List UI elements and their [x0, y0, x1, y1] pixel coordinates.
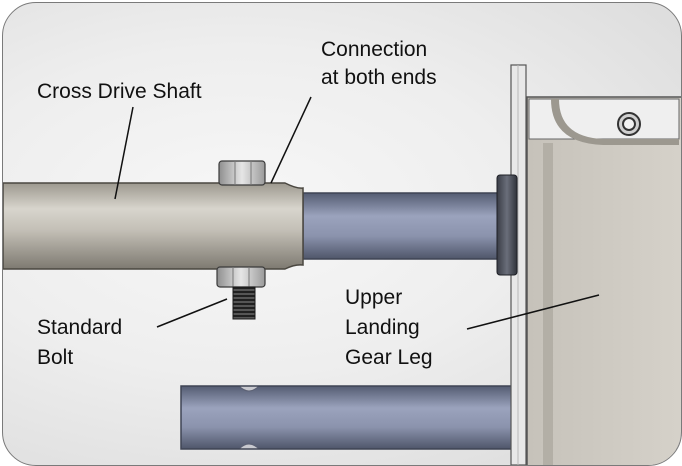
leader-standard-bolt	[156, 298, 228, 328]
label-connection-line2: at both ends	[321, 66, 437, 89]
cross-drive-shaft-tube	[3, 174, 304, 270]
label-upper-line2: Landing	[345, 316, 420, 339]
label-upper-line1: Upper	[345, 286, 403, 309]
leader-lines	[114, 96, 600, 330]
label-standard-line2: Bolt	[37, 346, 74, 369]
shaft-collar	[496, 174, 518, 276]
label-upper-line3: Gear Leg	[345, 346, 433, 369]
leader-cross-drive-shaft	[114, 106, 134, 200]
label-standard-line1: Standard	[37, 316, 123, 339]
top-bolt-head	[218, 160, 266, 186]
landing-gear-leg	[526, 96, 681, 465]
leader-upper-landing-gear-leg	[466, 294, 600, 330]
mounting-plate	[510, 64, 527, 465]
upper-shaft	[302, 192, 504, 260]
label-connection-line1: Connection	[321, 38, 428, 61]
assembly-illustration	[3, 64, 681, 465]
leader-connection	[270, 96, 312, 184]
bottom-nut-and-thread	[216, 266, 266, 320]
label-cross-drive-shaft: Cross Drive Shaft	[37, 80, 202, 103]
